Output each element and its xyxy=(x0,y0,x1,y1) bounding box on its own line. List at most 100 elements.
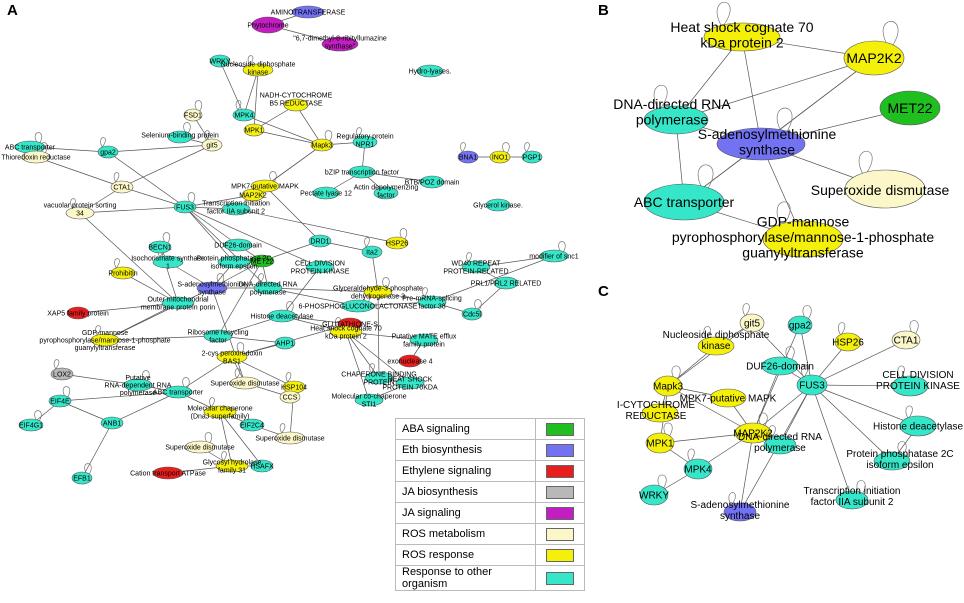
network-a-node[interactable] xyxy=(308,234,332,248)
network-c-node[interactable] xyxy=(899,415,937,437)
network-a-node[interactable] xyxy=(461,260,491,274)
network-a-node[interactable] xyxy=(110,180,134,194)
network-a-node[interactable] xyxy=(354,393,384,407)
network-c-node[interactable] xyxy=(645,432,675,454)
network-a-node[interactable] xyxy=(221,202,251,216)
network-a-node[interactable] xyxy=(243,123,265,137)
network-a-node[interactable] xyxy=(461,307,483,321)
network-a-node[interactable] xyxy=(267,309,297,323)
network-a-node[interactable] xyxy=(485,198,511,212)
network-c-node[interactable] xyxy=(835,490,869,510)
network-a-node[interactable] xyxy=(348,165,376,179)
network-c-node[interactable] xyxy=(734,422,772,444)
network-a-node[interactable] xyxy=(50,367,74,381)
network-b-node[interactable] xyxy=(843,40,905,76)
network-a-node[interactable] xyxy=(416,64,444,78)
network-c-node[interactable] xyxy=(697,336,735,356)
network-a-node[interactable] xyxy=(385,236,409,250)
network-a-node[interactable] xyxy=(167,130,193,144)
network-a-node[interactable] xyxy=(419,175,445,189)
network-a-node[interactable] xyxy=(209,54,231,68)
network-c-node[interactable] xyxy=(796,374,828,396)
network-a-node[interactable] xyxy=(65,206,95,220)
network-b-node[interactable] xyxy=(643,183,725,221)
network-b-node[interactable] xyxy=(643,105,709,135)
network-b-node[interactable] xyxy=(844,169,926,209)
network-a-node[interactable] xyxy=(183,108,203,122)
network-a-node[interactable] xyxy=(305,260,335,274)
network-b-node[interactable] xyxy=(703,22,781,52)
network-c-node[interactable] xyxy=(787,315,813,335)
network-a-node[interactable] xyxy=(242,63,274,77)
network-a-node[interactable] xyxy=(417,295,447,309)
network-b-node[interactable] xyxy=(716,127,806,161)
network-a-node[interactable] xyxy=(97,145,119,159)
network-c-node[interactable] xyxy=(683,458,713,480)
network-a-node[interactable] xyxy=(457,150,479,164)
network-a-node[interactable] xyxy=(173,200,197,214)
network-a-node[interactable] xyxy=(18,418,44,432)
network-a-node[interactable] xyxy=(493,276,519,290)
network-a-node[interactable] xyxy=(223,238,253,252)
network-a-node[interactable] xyxy=(253,281,283,295)
network-a-node[interactable] xyxy=(361,245,383,259)
network-a-node[interactable] xyxy=(250,459,274,473)
network-c-node[interactable] xyxy=(709,388,747,408)
network-a-node[interactable] xyxy=(249,254,275,268)
network-a-node[interactable] xyxy=(373,186,399,200)
network-c-node[interactable] xyxy=(873,451,911,471)
network-a-node[interactable] xyxy=(409,333,439,347)
network-a-node[interactable] xyxy=(274,431,306,445)
network-a-node[interactable] xyxy=(291,5,325,19)
network-c-node[interactable] xyxy=(763,435,797,455)
network-a-node[interactable] xyxy=(196,281,228,295)
network-c-node[interactable] xyxy=(639,484,669,506)
network-a-node[interactable] xyxy=(241,188,265,202)
network-a-node[interactable] xyxy=(239,418,265,432)
network-a-node[interactable] xyxy=(341,299,375,313)
network-a-node[interactable] xyxy=(395,376,425,390)
network-a-node[interactable] xyxy=(152,255,184,269)
network-a-node[interactable] xyxy=(521,150,543,164)
network-a-node[interactable] xyxy=(274,336,296,350)
network-a-node[interactable] xyxy=(310,138,334,152)
network-a-node[interactable] xyxy=(321,36,359,52)
network-a-node[interactable] xyxy=(148,240,172,254)
network-b-node[interactable] xyxy=(879,90,941,126)
network-b-node[interactable] xyxy=(762,220,844,258)
network-a-node[interactable] xyxy=(163,385,193,399)
network-c-node[interactable] xyxy=(891,330,921,350)
network-a-node[interactable] xyxy=(398,354,422,368)
network-a-node[interactable] xyxy=(352,135,378,149)
network-a-node[interactable] xyxy=(329,325,363,339)
network-a-node[interactable] xyxy=(201,138,223,152)
network-c-node[interactable] xyxy=(739,313,765,333)
network-a-node[interactable] xyxy=(251,16,285,34)
network-a-node[interactable] xyxy=(363,285,393,299)
network-c-node[interactable] xyxy=(723,502,757,522)
network-a-node[interactable] xyxy=(232,108,256,122)
network-a-node[interactable] xyxy=(48,394,72,408)
network-a-node[interactable] xyxy=(229,376,261,390)
network-a-node[interactable] xyxy=(100,416,124,430)
network-a-node[interactable] xyxy=(152,466,184,480)
network-c-node[interactable] xyxy=(641,403,679,423)
network-a-node[interactable] xyxy=(250,179,280,193)
network-a-node[interactable] xyxy=(110,266,136,280)
network-a-node[interactable] xyxy=(203,405,237,419)
network-a-node[interactable] xyxy=(283,98,309,112)
network-a-node[interactable] xyxy=(161,296,195,310)
network-a-node[interactable] xyxy=(203,329,233,343)
network-a-node[interactable] xyxy=(71,471,93,485)
network-a-node[interactable] xyxy=(364,371,394,385)
network-a-node[interactable] xyxy=(279,390,301,404)
network-a-node[interactable] xyxy=(489,150,511,164)
network-a-node[interactable] xyxy=(184,440,216,454)
network-a-node[interactable] xyxy=(21,150,51,164)
network-a-node[interactable] xyxy=(216,350,248,364)
network-c-node[interactable] xyxy=(891,375,929,397)
network-c-node[interactable] xyxy=(834,332,862,352)
network-c-node[interactable] xyxy=(653,375,683,397)
network-a-node[interactable] xyxy=(123,378,153,392)
network-a-node[interactable] xyxy=(312,186,340,200)
